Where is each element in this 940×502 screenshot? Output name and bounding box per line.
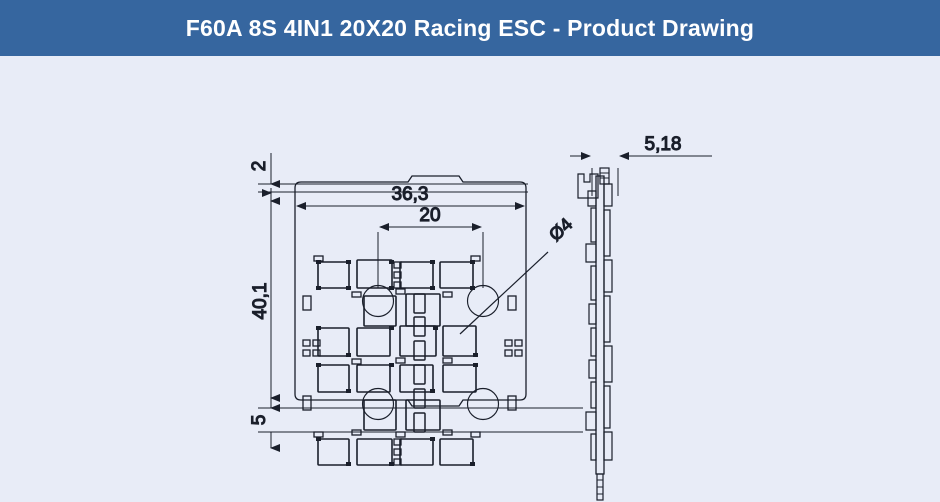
dimension-top-tab-offset [258,153,528,205]
dimension-label-hole-spacing: 20 [419,205,440,226]
smd-components [302,255,523,466]
dimension-label-board-width: 36,3 [392,184,429,205]
dimension-label-board-thickness: 5,18 [645,134,682,155]
drawing-canvas: 36,3 20 40,1 [0,56,940,502]
mounting-hole-top-left [361,284,395,318]
mounting-hole-bottom-right [466,387,500,421]
callout-label-hole-diameter: Ø4 [545,214,576,245]
page-header: F60A 8S 4IN1 20X20 Racing ESC - Product … [0,0,940,56]
mounting-hole-bottom-left [361,387,395,421]
dimension-label-board-height: 40,1 [250,283,271,320]
mosfet-array [317,259,477,466]
page-title: F60A 8S 4IN1 20X20 Racing ESC - Product … [185,14,755,41]
dimension-board-width [294,190,527,213]
center-capacitor-column [413,293,426,433]
dimension-label-bottom-tab-offset: 5 [249,415,270,426]
technical-drawing-svg: 36,3 20 40,1 [248,133,712,501]
callout-hole-diameter-leader [459,251,549,335]
mosfet-pads [316,260,478,466]
side-view-profile [577,167,613,501]
pcb-outline [294,175,527,407]
dimension-hole-spacing [377,223,484,288]
dimension-board-thickness [570,152,712,196]
dimension-label-top-tab-offset: 2 [249,161,270,172]
dimension-bottom-tab-offset [258,393,583,452]
